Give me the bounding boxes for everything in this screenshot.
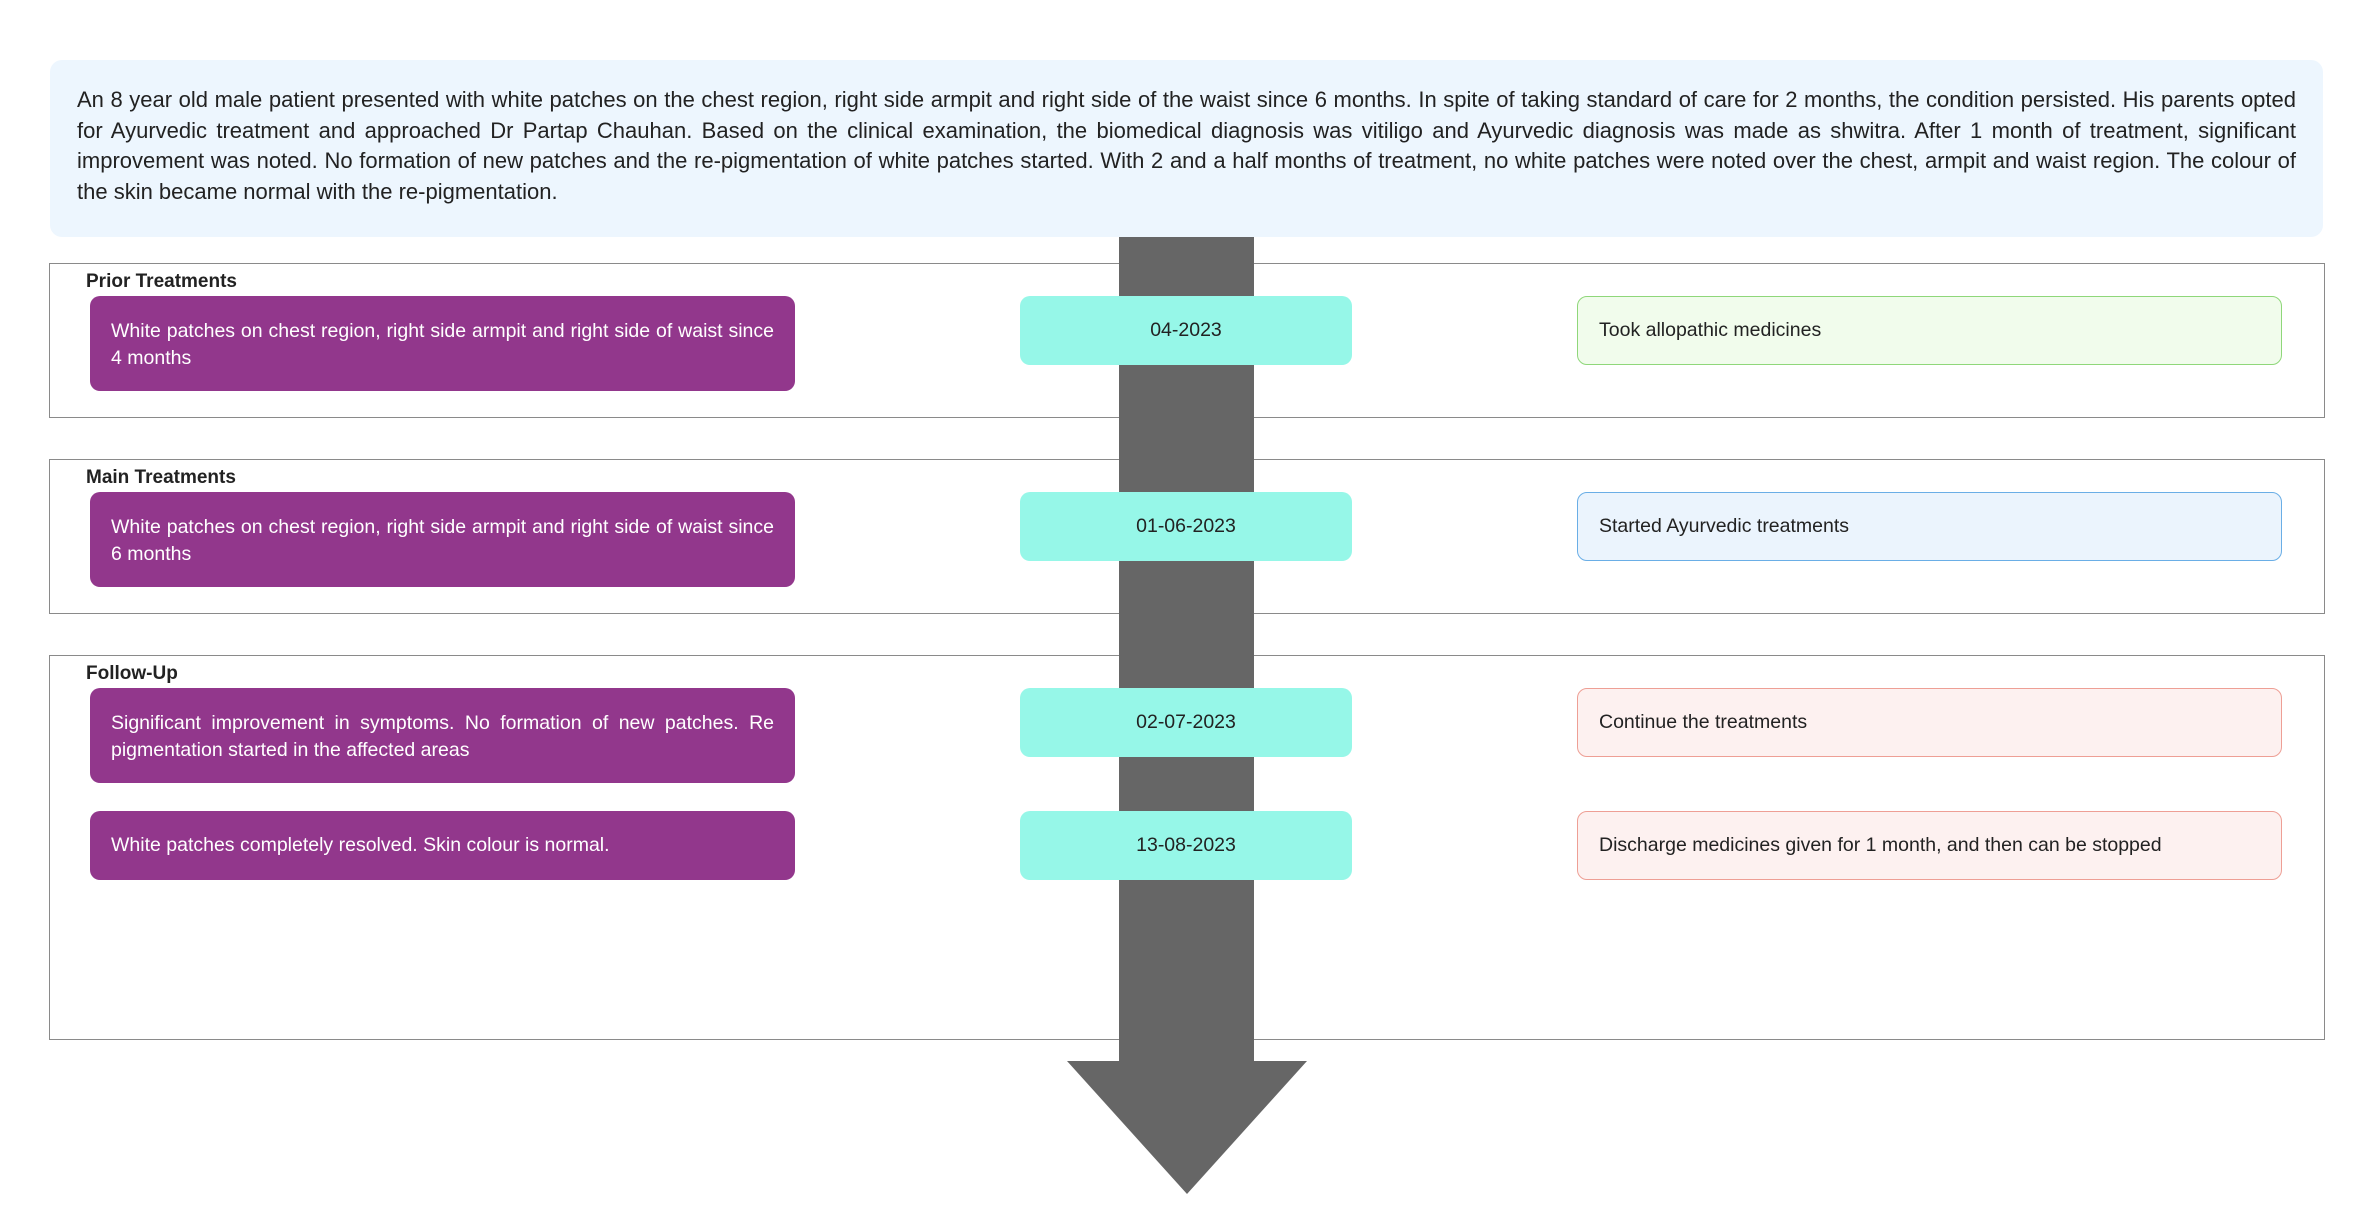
condition-box: White patches on chest region, right sid… [90, 296, 795, 391]
case-summary: An 8 year old male patient presented wit… [50, 60, 2323, 237]
action-box: Took allopathic medicines [1577, 296, 2282, 365]
section-title: Prior Treatments [86, 271, 237, 292]
date-box: 04-2023 [1020, 296, 1352, 365]
condition-box: White patches on chest region, right sid… [90, 492, 795, 587]
section-title: Main Treatments [86, 467, 236, 488]
timeline-arrow-shaft [1119, 236, 1254, 1062]
condition-box: White patches completely resolved. Skin … [90, 811, 795, 880]
date-box: 13-08-2023 [1020, 811, 1352, 880]
action-box: Continue the treatments [1577, 688, 2282, 757]
date-box: 02-07-2023 [1020, 688, 1352, 757]
action-box: Discharge medicines given for 1 month, a… [1577, 811, 2282, 880]
timeline-arrow-head [1067, 1061, 1307, 1194]
condition-box: Significant improvement in symptoms. No … [90, 688, 795, 783]
section-title: Follow-Up [86, 663, 178, 684]
date-box: 01-06-2023 [1020, 492, 1352, 561]
action-box: Started Ayurvedic treatments [1577, 492, 2282, 561]
